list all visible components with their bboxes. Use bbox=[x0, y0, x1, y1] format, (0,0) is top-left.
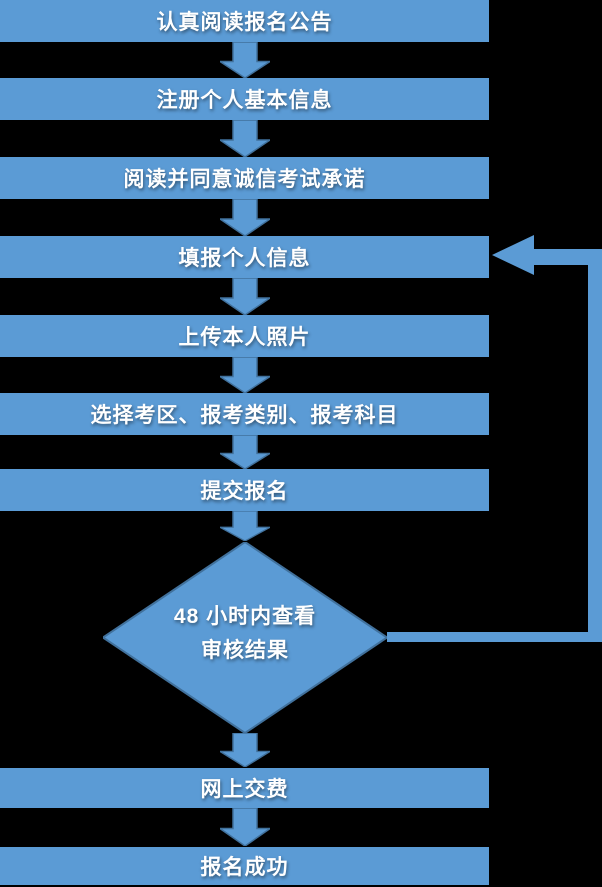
down-arrow-icon bbox=[220, 120, 270, 157]
loopback-vertical-line bbox=[588, 249, 602, 642]
loopback-left-arrowhead-icon bbox=[492, 235, 534, 275]
down-arrow-icon bbox=[220, 42, 270, 78]
decision-label: 48 小时内查看 审核结果 bbox=[103, 538, 387, 729]
down-arrow-icon bbox=[220, 435, 270, 469]
flow-step-submit-registration: 提交报名 bbox=[0, 469, 489, 511]
flow-step-registration-success: 报名成功 bbox=[0, 847, 489, 885]
down-arrow-icon bbox=[220, 733, 270, 767]
loopback-shaft bbox=[530, 249, 602, 265]
decision-review-result: 48 小时内查看 审核结果 bbox=[103, 542, 387, 733]
decision-label-line2: 审核结果 bbox=[201, 638, 289, 662]
flow-step-select-exam-area-category-subject: 选择考区、报考类别、报考科目 bbox=[0, 393, 489, 435]
down-arrow-icon bbox=[220, 199, 270, 236]
flow-step-pay-online: 网上交费 bbox=[0, 768, 489, 808]
loopback-connector-line bbox=[387, 632, 602, 642]
flow-step-fill-personal-info: 填报个人信息 bbox=[0, 236, 489, 278]
flow-step-upload-photo: 上传本人照片 bbox=[0, 315, 489, 357]
decision-label-line1: 48 小时内查看 bbox=[173, 604, 317, 628]
down-arrow-icon bbox=[220, 278, 270, 315]
down-arrow-icon bbox=[220, 357, 270, 393]
down-arrow-icon bbox=[220, 511, 270, 541]
flow-step-agree-integrity-commitment: 阅读并同意诚信考试承诺 bbox=[0, 157, 489, 199]
flow-step-register-basic-info: 注册个人基本信息 bbox=[0, 78, 489, 120]
down-arrow-icon bbox=[220, 808, 270, 846]
flow-step-read-announcement: 认真阅读报名公告 bbox=[0, 0, 489, 42]
diamond-shape-icon bbox=[103, 542, 387, 733]
